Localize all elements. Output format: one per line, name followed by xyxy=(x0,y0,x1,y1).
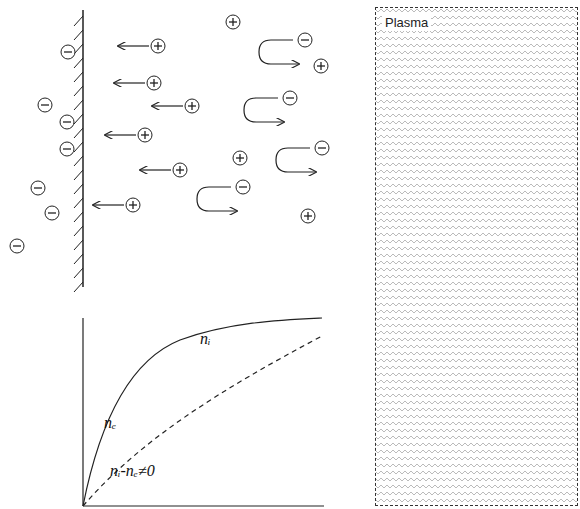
ion-symbol xyxy=(314,59,328,73)
ion-symbol xyxy=(151,39,165,53)
density-difference-label: nᵢ-nₑ≠0 xyxy=(110,462,155,480)
ion-symbol xyxy=(126,198,140,212)
ion-symbol xyxy=(185,99,199,113)
ion-symbol xyxy=(147,76,161,90)
electron-reflection-arrow xyxy=(276,148,316,172)
wall xyxy=(82,10,84,287)
electron-symbol xyxy=(10,239,24,253)
electron-reflection-arrow xyxy=(259,40,299,64)
wall-hatching xyxy=(74,16,83,292)
electron-symbol xyxy=(60,142,74,156)
ion-symbol xyxy=(301,209,315,223)
electron-reflection-arrow xyxy=(244,98,284,122)
ion-symbol xyxy=(226,15,240,29)
ion-arrow xyxy=(93,204,124,205)
electron-density-label: nₑ xyxy=(104,414,116,432)
ion-density-curve xyxy=(83,318,322,506)
electron-density-curve xyxy=(83,336,322,506)
ion-arrow xyxy=(140,169,171,170)
electron-symbol xyxy=(298,33,312,47)
plasma-hatching xyxy=(376,8,577,505)
electron-symbol xyxy=(283,91,297,105)
ion-density-label: nᵢ xyxy=(200,330,211,348)
electron-symbol xyxy=(31,181,45,195)
charges xyxy=(10,15,329,253)
electron-reflection-arrow xyxy=(197,187,237,211)
electron-symbol xyxy=(38,98,52,112)
ion-arrow xyxy=(114,82,145,83)
ion-symbol xyxy=(173,163,187,177)
electron-symbol xyxy=(315,141,329,155)
electron-symbol xyxy=(45,206,59,220)
plasma-region: Plasma xyxy=(375,7,578,506)
ion-arrow xyxy=(105,134,136,135)
electron-symbol xyxy=(60,115,74,129)
ion-arrow xyxy=(118,45,149,46)
graph-axes xyxy=(83,318,324,506)
electron-symbol xyxy=(61,45,75,59)
ion-symbol xyxy=(233,151,247,165)
electron-symbol xyxy=(236,180,250,194)
ion-arrow xyxy=(152,105,183,106)
region-label: Plasma xyxy=(382,14,431,31)
ion-symbol xyxy=(138,128,152,142)
